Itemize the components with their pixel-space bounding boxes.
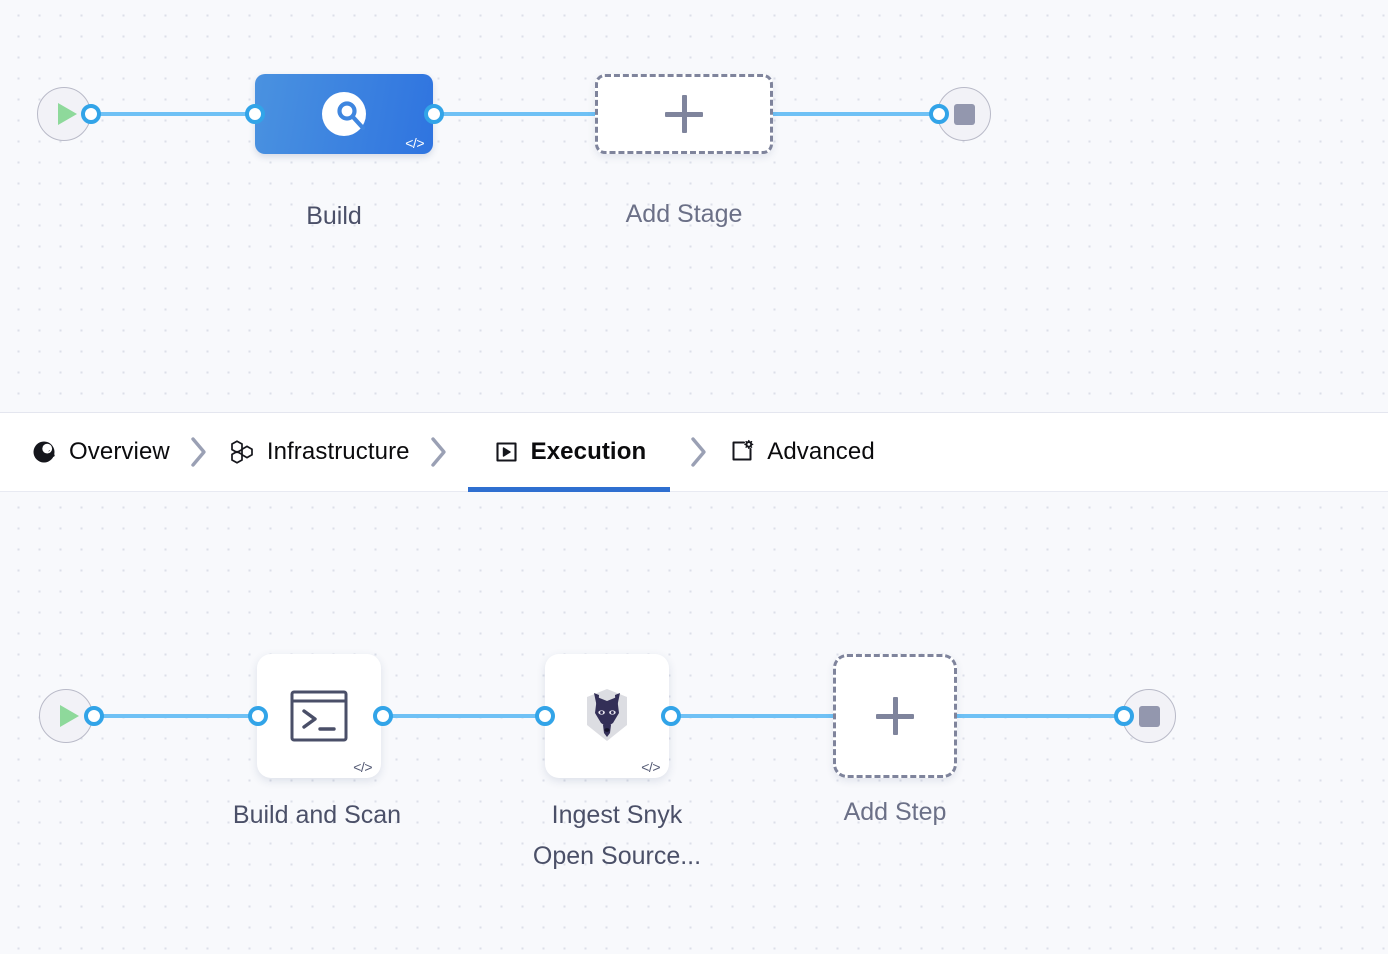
port-snyk-out[interactable] — [661, 706, 681, 726]
snyk-doberman-icon — [587, 689, 627, 741]
chevron-right-icon — [410, 434, 468, 470]
code-badge: </> — [405, 135, 424, 151]
advanced-settings-icon — [728, 438, 756, 466]
port-exec-end-in[interactable] — [1114, 706, 1134, 726]
port-build-out[interactable] — [424, 104, 444, 124]
chevron-right-icon — [170, 434, 228, 470]
build-scan-circle-icon — [322, 92, 366, 136]
wire-snyk-to-addstep — [668, 714, 836, 718]
terminal-icon — [290, 690, 348, 742]
add-step-node[interactable] — [833, 654, 957, 778]
stop-icon — [1138, 705, 1160, 727]
port-start-out[interactable] — [81, 104, 101, 124]
tab-execution[interactable]: Execution — [467, 413, 671, 492]
port-snyk-in[interactable] — [535, 706, 555, 726]
stage-node-label-build: Build — [306, 202, 362, 230]
tab-advanced[interactable]: Advanced — [728, 413, 875, 491]
port-buildscan-in[interactable] — [248, 706, 268, 726]
plus-icon — [665, 95, 703, 133]
port-buildscan-out[interactable] — [373, 706, 393, 726]
step-node-build-and-scan[interactable]: </> — [257, 654, 381, 778]
add-stage-node[interactable] — [595, 74, 773, 154]
tab-execution-label: Execution — [530, 438, 647, 465]
stop-icon — [953, 103, 975, 125]
wire-start-to-buildscan — [92, 714, 260, 718]
wire-start-to-build — [90, 112, 258, 116]
code-badge: </> — [641, 759, 660, 775]
overview-pie-icon — [30, 438, 58, 466]
pipeline-start-node[interactable] — [37, 87, 91, 141]
execution-play-icon — [492, 438, 520, 466]
code-badge: </> — [353, 759, 372, 775]
step-config-tab-bar[interactable]: Overview Infrastructure Execution — [0, 412, 1388, 492]
tab-infrastructure-label: Infrastructure — [266, 438, 410, 465]
wire-build-to-addstage — [430, 112, 690, 116]
step-label-ingest-snyk: Ingest Snyk Open Source... — [532, 801, 702, 871]
wire-addstage-to-end — [770, 112, 945, 116]
chevron-right-icon — [670, 434, 728, 470]
add-step-label: Add Step — [843, 798, 947, 826]
tab-overview[interactable]: Overview — [30, 413, 170, 491]
port-end-in[interactable] — [929, 104, 949, 124]
play-icon — [57, 103, 77, 125]
add-stage-label: Add Stage — [625, 200, 743, 228]
port-build-in[interactable] — [245, 104, 265, 124]
tab-overview-label: Overview — [69, 438, 170, 465]
tab-advanced-label: Advanced — [767, 438, 875, 465]
hexagons-icon — [228, 438, 256, 466]
step-label-build-and-scan: Build and Scan — [232, 801, 402, 829]
stage-node-build[interactable]: </> — [255, 74, 433, 154]
play-icon — [59, 705, 79, 727]
wire-addstep-to-end — [956, 714, 1126, 718]
wire-buildscan-to-snyk — [380, 714, 548, 718]
tab-infrastructure[interactable]: Infrastructure — [228, 413, 410, 491]
port-exec-start-out[interactable] — [84, 706, 104, 726]
execution-graph-canvas[interactable]: </> Build and Scan </> Ingest Snyk Open … — [0, 492, 1388, 954]
stage-graph-canvas[interactable]: </> Build Add Stage — [0, 0, 1388, 412]
step-node-ingest-snyk[interactable]: </> — [545, 654, 669, 778]
plus-icon — [876, 697, 914, 735]
